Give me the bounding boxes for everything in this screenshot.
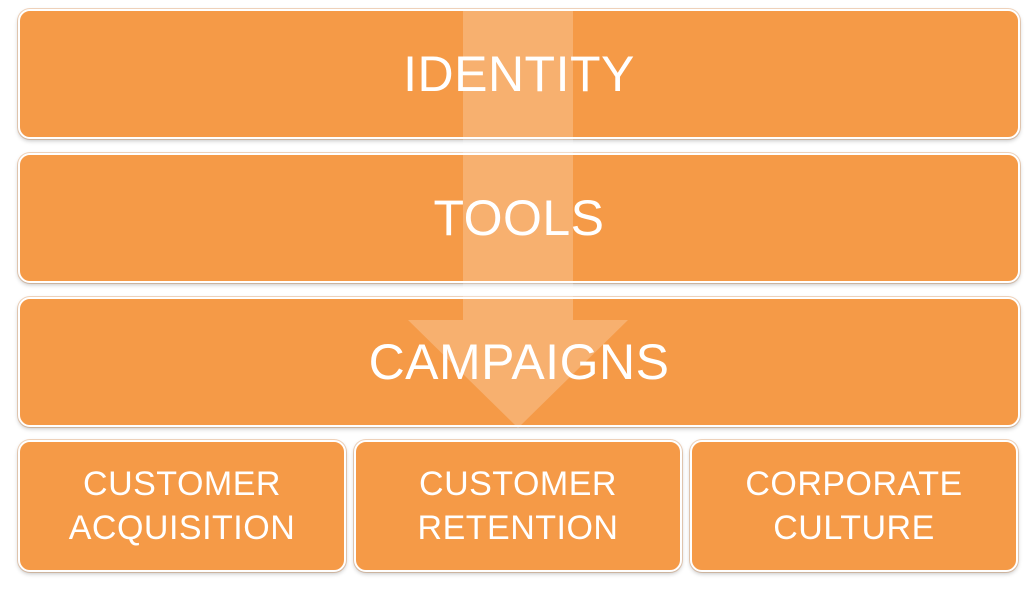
- tools-label: TOOLS: [433, 190, 605, 246]
- customer-retention-label: CUSTOMER RETENTION: [417, 465, 619, 547]
- identity-layer: IDENTITY: [18, 9, 1020, 139]
- customer-acquisition-label: CUSTOMER ACQUISITION: [68, 465, 296, 547]
- corporate-culture-box: CORPORATE CULTURE: [690, 440, 1018, 572]
- tools-layer: TOOLS: [18, 153, 1020, 283]
- customer-acquisition-box: CUSTOMER ACQUISITION: [18, 440, 346, 572]
- corporate-culture-label: CORPORATE CULTURE: [745, 465, 963, 547]
- campaigns-label: CAMPAIGNS: [368, 334, 670, 390]
- campaigns-layer: CAMPAIGNS: [18, 297, 1020, 427]
- customer-retention-box: CUSTOMER RETENTION: [354, 440, 682, 572]
- identity-label: IDENTITY: [403, 46, 635, 102]
